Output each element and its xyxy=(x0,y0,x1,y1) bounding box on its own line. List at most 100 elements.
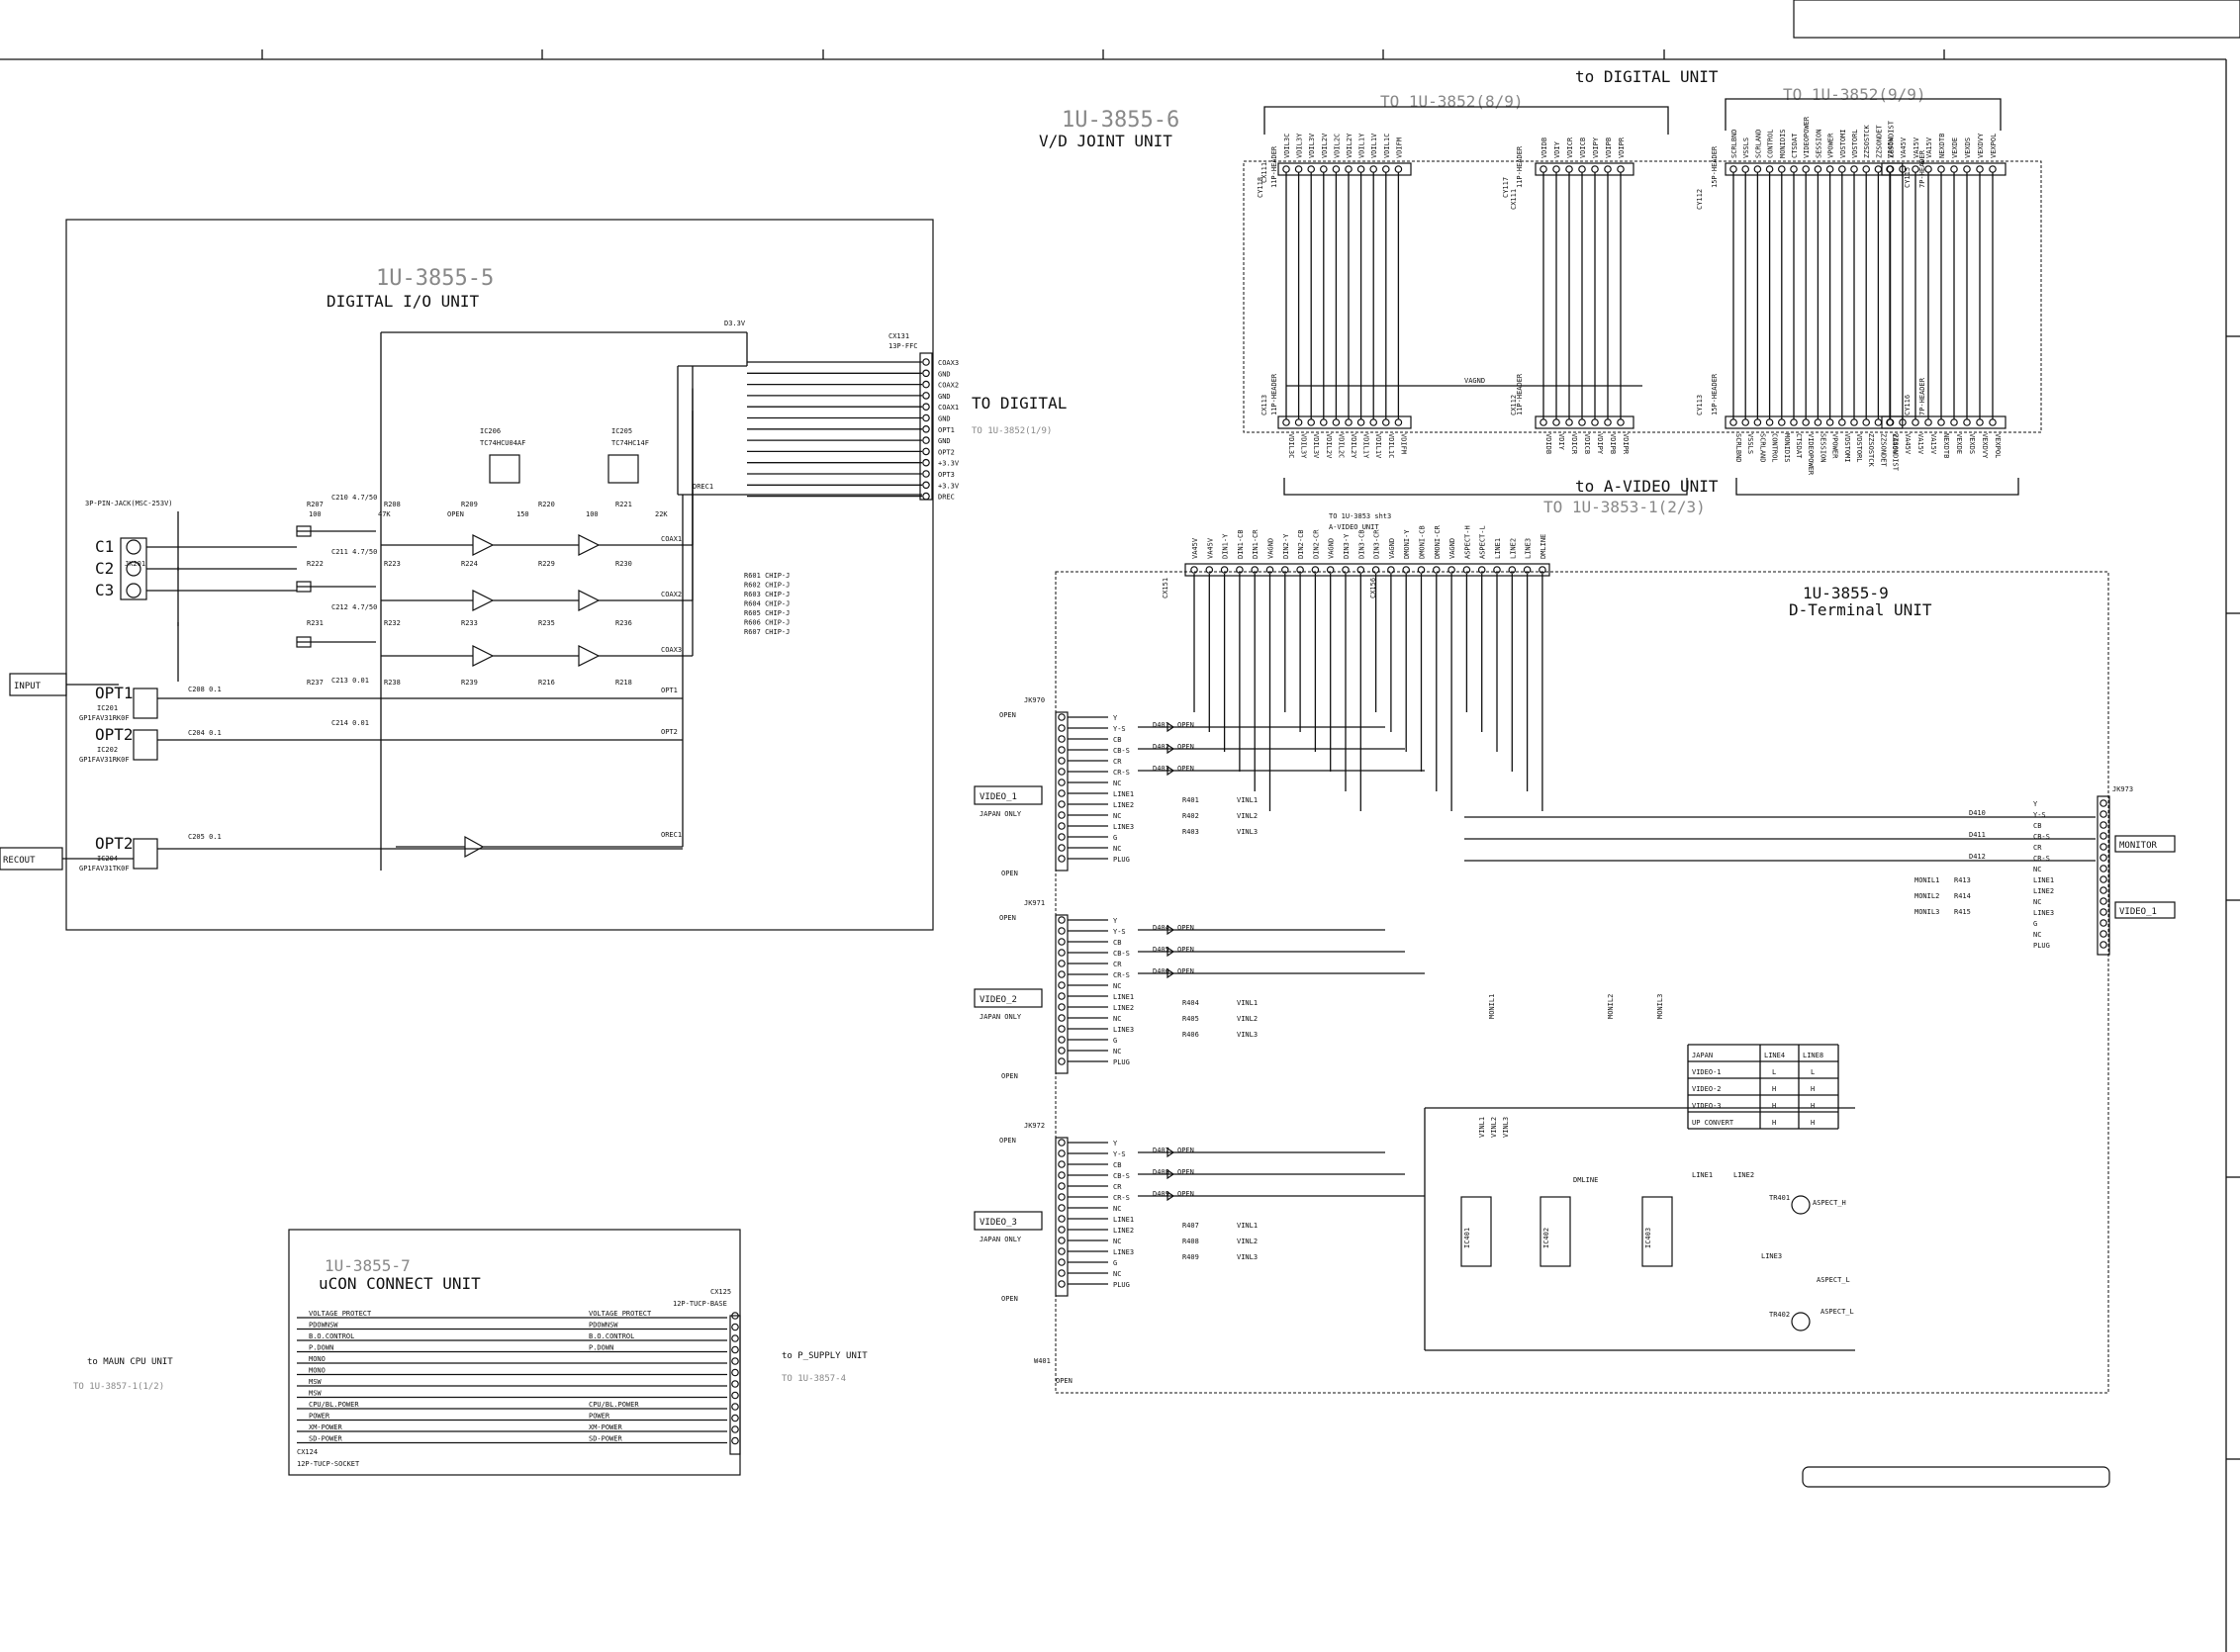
ucon-pin xyxy=(731,1345,739,1354)
jack-pin xyxy=(1058,768,1066,776)
ffc-pin-label: COAX2 xyxy=(938,382,959,390)
jack-pin-label: CB xyxy=(1113,1161,1121,1169)
monitor-pin-label: LINE3 xyxy=(2033,909,2054,917)
opt-part-type: GP1FAV31RK0F xyxy=(79,756,130,764)
header-bottom-pin xyxy=(1320,418,1328,426)
dterm-top-pin xyxy=(1371,566,1380,574)
vd-top-pin-label: VDICR xyxy=(1566,137,1574,158)
input-label-box xyxy=(9,673,67,696)
aspect-label: ASPECT_L xyxy=(1817,1276,1850,1284)
ffc-pin xyxy=(922,392,930,400)
dterm-top-pin-label: DIN3-CR xyxy=(1373,529,1381,559)
jack-pin xyxy=(1058,1193,1066,1201)
ucon-left-row: MSW xyxy=(309,1378,322,1386)
jack-pin-label: NC xyxy=(1113,780,1121,787)
monitor-pin-label: CB xyxy=(2033,822,2041,830)
jack-pin xyxy=(1058,746,1066,754)
vd-top-pin-label: VDIL1Y xyxy=(1358,133,1366,158)
ucon-pin xyxy=(731,1380,739,1388)
jack-pin xyxy=(1058,1182,1066,1190)
table-header: LINE4 xyxy=(1764,1052,1785,1059)
opt-module xyxy=(133,688,158,719)
monil-label: MONIL1 xyxy=(1914,876,1939,884)
monitor-pin xyxy=(2100,875,2107,883)
japan-only: JAPAN ONLY xyxy=(980,1013,1022,1021)
jack-pin xyxy=(1058,1204,1066,1212)
resistor-label: R220 xyxy=(538,501,555,508)
input-label: INPUT xyxy=(14,682,42,691)
header-bottom-pin xyxy=(1369,418,1378,426)
header-top-pin xyxy=(1825,165,1834,173)
dterm-top-pin xyxy=(1342,566,1350,574)
rec-inverter xyxy=(464,835,485,859)
ic-block xyxy=(1460,1196,1492,1267)
jack-pin-label: CB-S xyxy=(1113,747,1130,755)
to-main-cpu-ref: TO 1U-3857-1(1/2) xyxy=(73,1382,164,1392)
vd-bottom-pin-label: SCRLBND xyxy=(1734,433,1742,463)
header-bottom-pin xyxy=(1963,418,1971,426)
table-cell: L xyxy=(1811,1068,1815,1076)
ucon-pin xyxy=(731,1391,739,1400)
ucon-left-row: PDOWNSW xyxy=(309,1322,338,1330)
ffc-pin xyxy=(922,492,930,501)
aspect-label: ASPECT_L xyxy=(1820,1308,1854,1316)
jack-pin xyxy=(1058,916,1066,924)
dterm-top-pin xyxy=(1311,566,1320,574)
header-top-pin xyxy=(1565,165,1573,173)
monitor-pin xyxy=(2100,897,2107,905)
jack-label: C3 xyxy=(95,581,114,599)
ffc-pin-label: GND xyxy=(938,437,951,445)
vd-top-pin-label: VDSTOMI xyxy=(1839,129,1847,158)
resistor-label: R413 xyxy=(1954,876,1971,884)
dterm-top-pin-label: DIN2-CB xyxy=(1297,529,1305,559)
dterm-top-pin xyxy=(1508,566,1517,574)
connector-ref: CY112 xyxy=(1696,189,1704,210)
vd-top-pin-label: VDIL1V xyxy=(1370,133,1378,158)
jack-pin-label: LINE2 xyxy=(1113,801,1134,809)
resistor-label: R403 xyxy=(1182,828,1199,836)
resistor-label: R239 xyxy=(461,679,478,687)
vd-bottom-pin-label: VDIDB xyxy=(1544,433,1552,454)
resistor-label: R231 xyxy=(307,619,324,627)
vinl-label: VINL2 xyxy=(1237,1238,1258,1245)
vd-top-pin-label: CONTROL xyxy=(1767,129,1775,158)
vd-bottom-pin-label: VDIL2Y xyxy=(1350,433,1357,459)
ic-label: IC205 xyxy=(611,427,632,435)
recout-label: RECOUT xyxy=(3,856,36,866)
buffer xyxy=(578,534,601,556)
jack-pin xyxy=(1058,960,1066,967)
ucon-cx-left-type: 12P-TUCP-SOCKET xyxy=(297,1460,360,1468)
jack-pin-label: NC xyxy=(1113,1048,1121,1055)
jack-pin-label: CR-S xyxy=(1113,1194,1130,1202)
jack-pin xyxy=(1058,855,1066,863)
diode-label: D410 xyxy=(1969,809,1986,817)
jack-pin xyxy=(1058,1269,1066,1277)
header-bottom-pin xyxy=(1565,418,1573,426)
vd-bottom-pin-label: VSSLS xyxy=(1746,433,1754,454)
header-top-pin xyxy=(1382,165,1390,173)
ucon-cx-left: CX124 xyxy=(297,1448,318,1456)
vd-joint-name: V/D JOINT UNIT xyxy=(1039,132,1172,150)
line-label: DMLINE xyxy=(1573,1176,1598,1184)
monitor-pin xyxy=(2100,799,2107,807)
header-top-pin xyxy=(1394,165,1403,173)
vd-bottom-pin-label: VDIL3V xyxy=(1312,433,1320,459)
vd-top-pin-label: VDIL3V xyxy=(1308,133,1316,158)
jack-pin-label: CB-S xyxy=(1113,950,1130,958)
connector-ref: CY117 xyxy=(1502,177,1510,198)
header-bottom-pin xyxy=(1552,418,1560,426)
monitor-pin xyxy=(2100,821,2107,829)
ic-block xyxy=(607,454,639,484)
header-bottom-pin xyxy=(1741,418,1750,426)
monil-label: MONIL2 xyxy=(1914,892,1939,900)
header-top-pin xyxy=(1989,165,1997,173)
signal-label: OPT2 xyxy=(661,728,678,736)
jack-pin xyxy=(1058,1047,1066,1055)
ucon-right-row: SD-POWER xyxy=(589,1435,623,1443)
jack-pin-label: CR-S xyxy=(1113,769,1130,777)
jack-pin-label: Y-S xyxy=(1113,1150,1126,1158)
ucon-model: 1U-3855-7 xyxy=(325,1256,411,1275)
table-cell: VIDEO-1 xyxy=(1692,1068,1722,1076)
header-bottom-pin xyxy=(1802,418,1811,426)
